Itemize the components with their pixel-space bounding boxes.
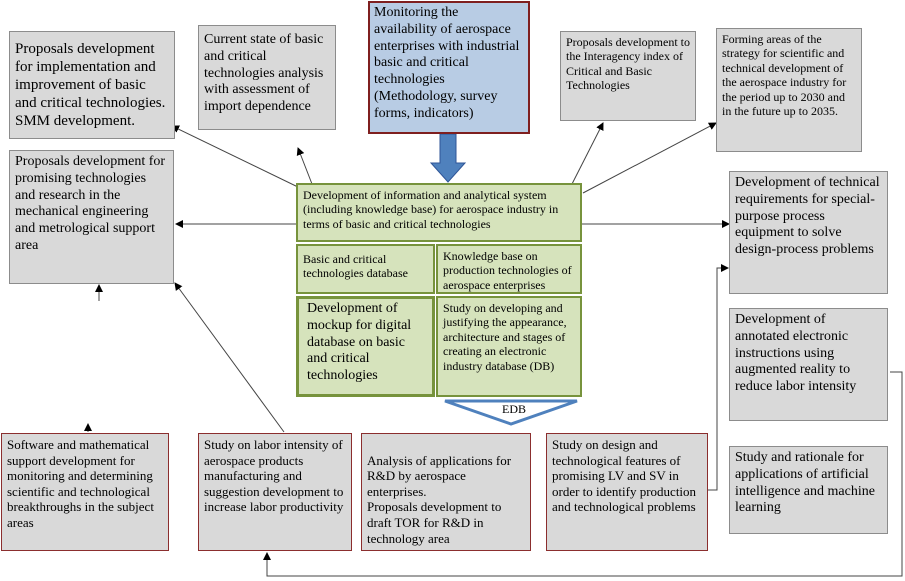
software-box: Software and mathematical support develo… [1, 433, 169, 551]
knowledge-base-text: Knowledge base on production technologie… [443, 249, 572, 292]
study-edb-text: Study on developing and justifying the a… [443, 301, 567, 373]
arrow-to-strategy [582, 122, 717, 194]
study-edb-box: Study on developing and justifying the a… [436, 296, 582, 397]
database-text: Basic and critical technologies database [303, 252, 408, 281]
proposals-smm-text: Proposals development for implementation… [15, 41, 166, 129]
center-system-text: Development of information and analytica… [303, 188, 559, 231]
arrow-annotated-loop [263, 371, 903, 577]
promising-box: Proposals development for promising tech… [9, 150, 174, 284]
software-text: Software and mathematical support develo… [7, 437, 154, 530]
labor-box: Study on labor intensity of aerospace pr… [198, 433, 352, 551]
tech-requirements-text: Development of technical requirements fo… [735, 175, 880, 258]
interagency-box: Proposals development to the Interagency… [560, 31, 696, 121]
ai-box: Study and rationale for applications of … [729, 446, 888, 534]
database-box: Basic and critical technologies database [296, 244, 435, 294]
annotated-text: Development of annotated electronic inst… [735, 312, 857, 395]
monitoring-text: Monitoring the availability of aerospace… [374, 5, 520, 121]
labor-text: Study on labor intensity of aerospace pr… [204, 437, 344, 515]
edb-chevron [444, 399, 578, 426]
current-state-box: Current state of basic and critical tech… [198, 25, 336, 130]
proposals-smm-box: Proposals development for implementation… [9, 31, 175, 139]
knowledge-base-box: Knowledge base on production technologie… [436, 244, 582, 294]
mockup-box: Development of mockup for digital databa… [296, 296, 435, 397]
ai-text: Study and rationale for applications of … [735, 450, 875, 516]
lv-sv-text: Study on design and technological featur… [552, 437, 697, 515]
down-arrow-blue [429, 133, 467, 183]
edb-label: EDB [502, 402, 526, 416]
current-state-text: Current state of basic and critical tech… [204, 32, 324, 115]
interagency-text: Proposals development to the Interagency… [566, 35, 690, 93]
mockup-text: Development of mockup for digital databa… [307, 301, 412, 384]
arrow-to-current-state [296, 147, 313, 185]
analysis-rd-box: Analysis of applications for R&D by aero… [361, 433, 531, 551]
arrow-lvsv-to-tech [708, 264, 729, 491]
arrow-to-interagency [571, 122, 604, 185]
strategy-text: Forming areas of the strategy for scient… [722, 32, 847, 118]
monitoring-box: Monitoring the availability of aerospace… [368, 1, 530, 134]
arrow-to-proposals-smm [171, 125, 301, 189]
promising-text: Proposals development for promising tech… [15, 154, 166, 253]
annotated-box: Development of annotated electronic inst… [729, 308, 888, 421]
lv-sv-box: Study on design and technological featur… [546, 433, 708, 551]
strategy-box: Forming areas of the strategy for scient… [716, 28, 862, 152]
tech-requirements-box: Development of technical requirements fo… [729, 171, 888, 294]
arrow-labor-to-promising [174, 282, 285, 433]
analysis-rd-text: Analysis of applications for R&D by aero… [367, 452, 512, 546]
center-system-box: Development of information and analytica… [296, 183, 582, 242]
